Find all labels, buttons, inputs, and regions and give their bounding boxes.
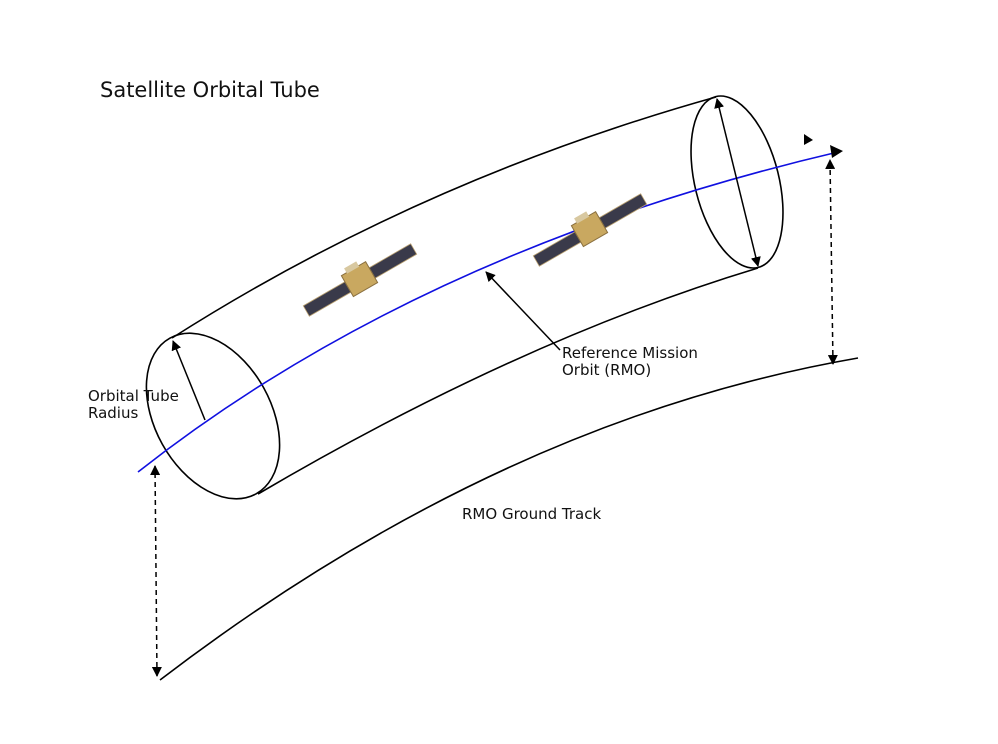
tube-bottom-edge <box>257 267 759 495</box>
rmo-pointer-arrow <box>485 271 561 351</box>
tube-top-edge <box>171 96 717 339</box>
radius-arrow <box>171 340 206 421</box>
small-triangle-marker <box>804 134 813 145</box>
reference-mission-orbit <box>137 151 839 473</box>
ground-track-label: RMO Ground Track <box>462 505 602 523</box>
tube-left-cross-section <box>145 332 281 500</box>
rmo-label-line1: Reference Mission <box>562 344 698 362</box>
diagram-title: Satellite Orbital Tube <box>100 78 320 102</box>
radius-label-line2: Radius <box>88 404 139 422</box>
diameter-arrow <box>714 98 761 267</box>
right-altitude-arrow <box>825 159 838 365</box>
rmo-ground-track <box>159 357 859 681</box>
left-altitude-arrow <box>150 465 162 677</box>
orbit-arrowhead <box>830 145 843 158</box>
radius-label: Orbital Tube Radius <box>88 388 179 422</box>
tube-right-cross-section <box>690 95 784 269</box>
rmo-label: Reference Mission Orbit (RMO) <box>562 345 698 379</box>
rmo-label-line2: Orbit (RMO) <box>562 361 652 379</box>
satellite-icon <box>302 243 418 317</box>
satellite-icon <box>532 193 648 267</box>
radius-label-line1: Orbital Tube <box>88 387 179 405</box>
